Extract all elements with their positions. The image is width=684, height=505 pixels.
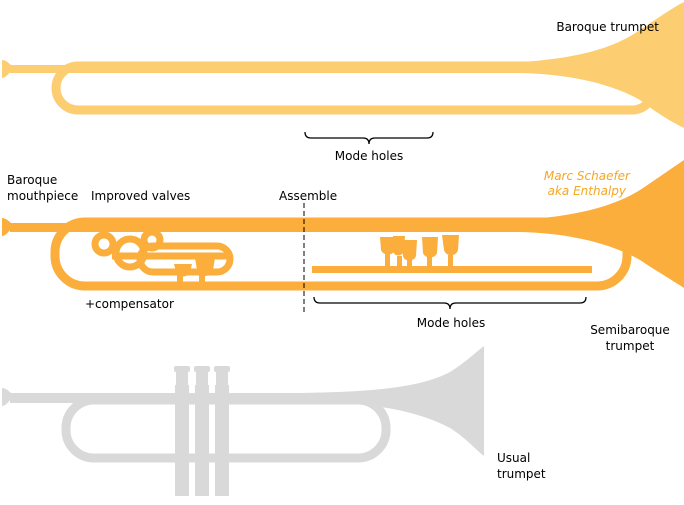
baroque-trumpet	[2, 2, 684, 128]
compensator-valves	[174, 258, 215, 286]
baroque-mouthpiece-label-line2: mouthpiece	[7, 189, 79, 203]
usual-trumpet-label-line2: trumpet	[497, 467, 546, 481]
baroque-mode-holes-brace	[304, 131, 434, 145]
assemble-label: Assemble	[279, 189, 338, 203]
semibaroque-trumpet-label-line2: trumpet	[605, 339, 655, 353]
baroque-mode-holes-label: Mode holes	[334, 149, 404, 163]
baroque-trumpet-bell	[10, 2, 684, 128]
usual-trumpet-label-line1: Usual	[497, 451, 531, 465]
baroque-mouthpiece-label-line1: Baroque	[7, 173, 58, 187]
usual-trumpet-valves	[174, 366, 230, 496]
semibaroque-trumpet	[2, 160, 684, 291]
semibaroque-trumpet-bell	[10, 160, 684, 288]
compensator-label: +compensator	[85, 297, 174, 311]
usual-trumpet-mouthpiece	[2, 388, 12, 406]
usual-trumpet-bell	[10, 346, 484, 456]
credit-line1: Marc Schaefer	[543, 169, 630, 183]
semibaroque-mode-holes-label: Mode holes	[416, 316, 486, 330]
semibaroque-mode-holes-brace	[313, 296, 587, 310]
baroque-trumpet-mouthpiece	[2, 60, 12, 78]
usual-trumpet	[2, 346, 484, 496]
semibaroque-mode-holes-rail	[312, 266, 592, 273]
mode-hole-keys	[380, 235, 459, 270]
improved-valves-label: Improved valves	[91, 189, 191, 203]
baroque-trumpet-label: Baroque trumpet	[556, 20, 659, 34]
semibaroque-trumpet-loop	[50, 217, 632, 291]
credit-line2: aka Enthalpy	[547, 184, 626, 198]
semibaroque-trumpet-label-line1: Semibaroque	[590, 323, 670, 337]
semibaroque-trumpet-mouthpiece	[2, 218, 12, 236]
